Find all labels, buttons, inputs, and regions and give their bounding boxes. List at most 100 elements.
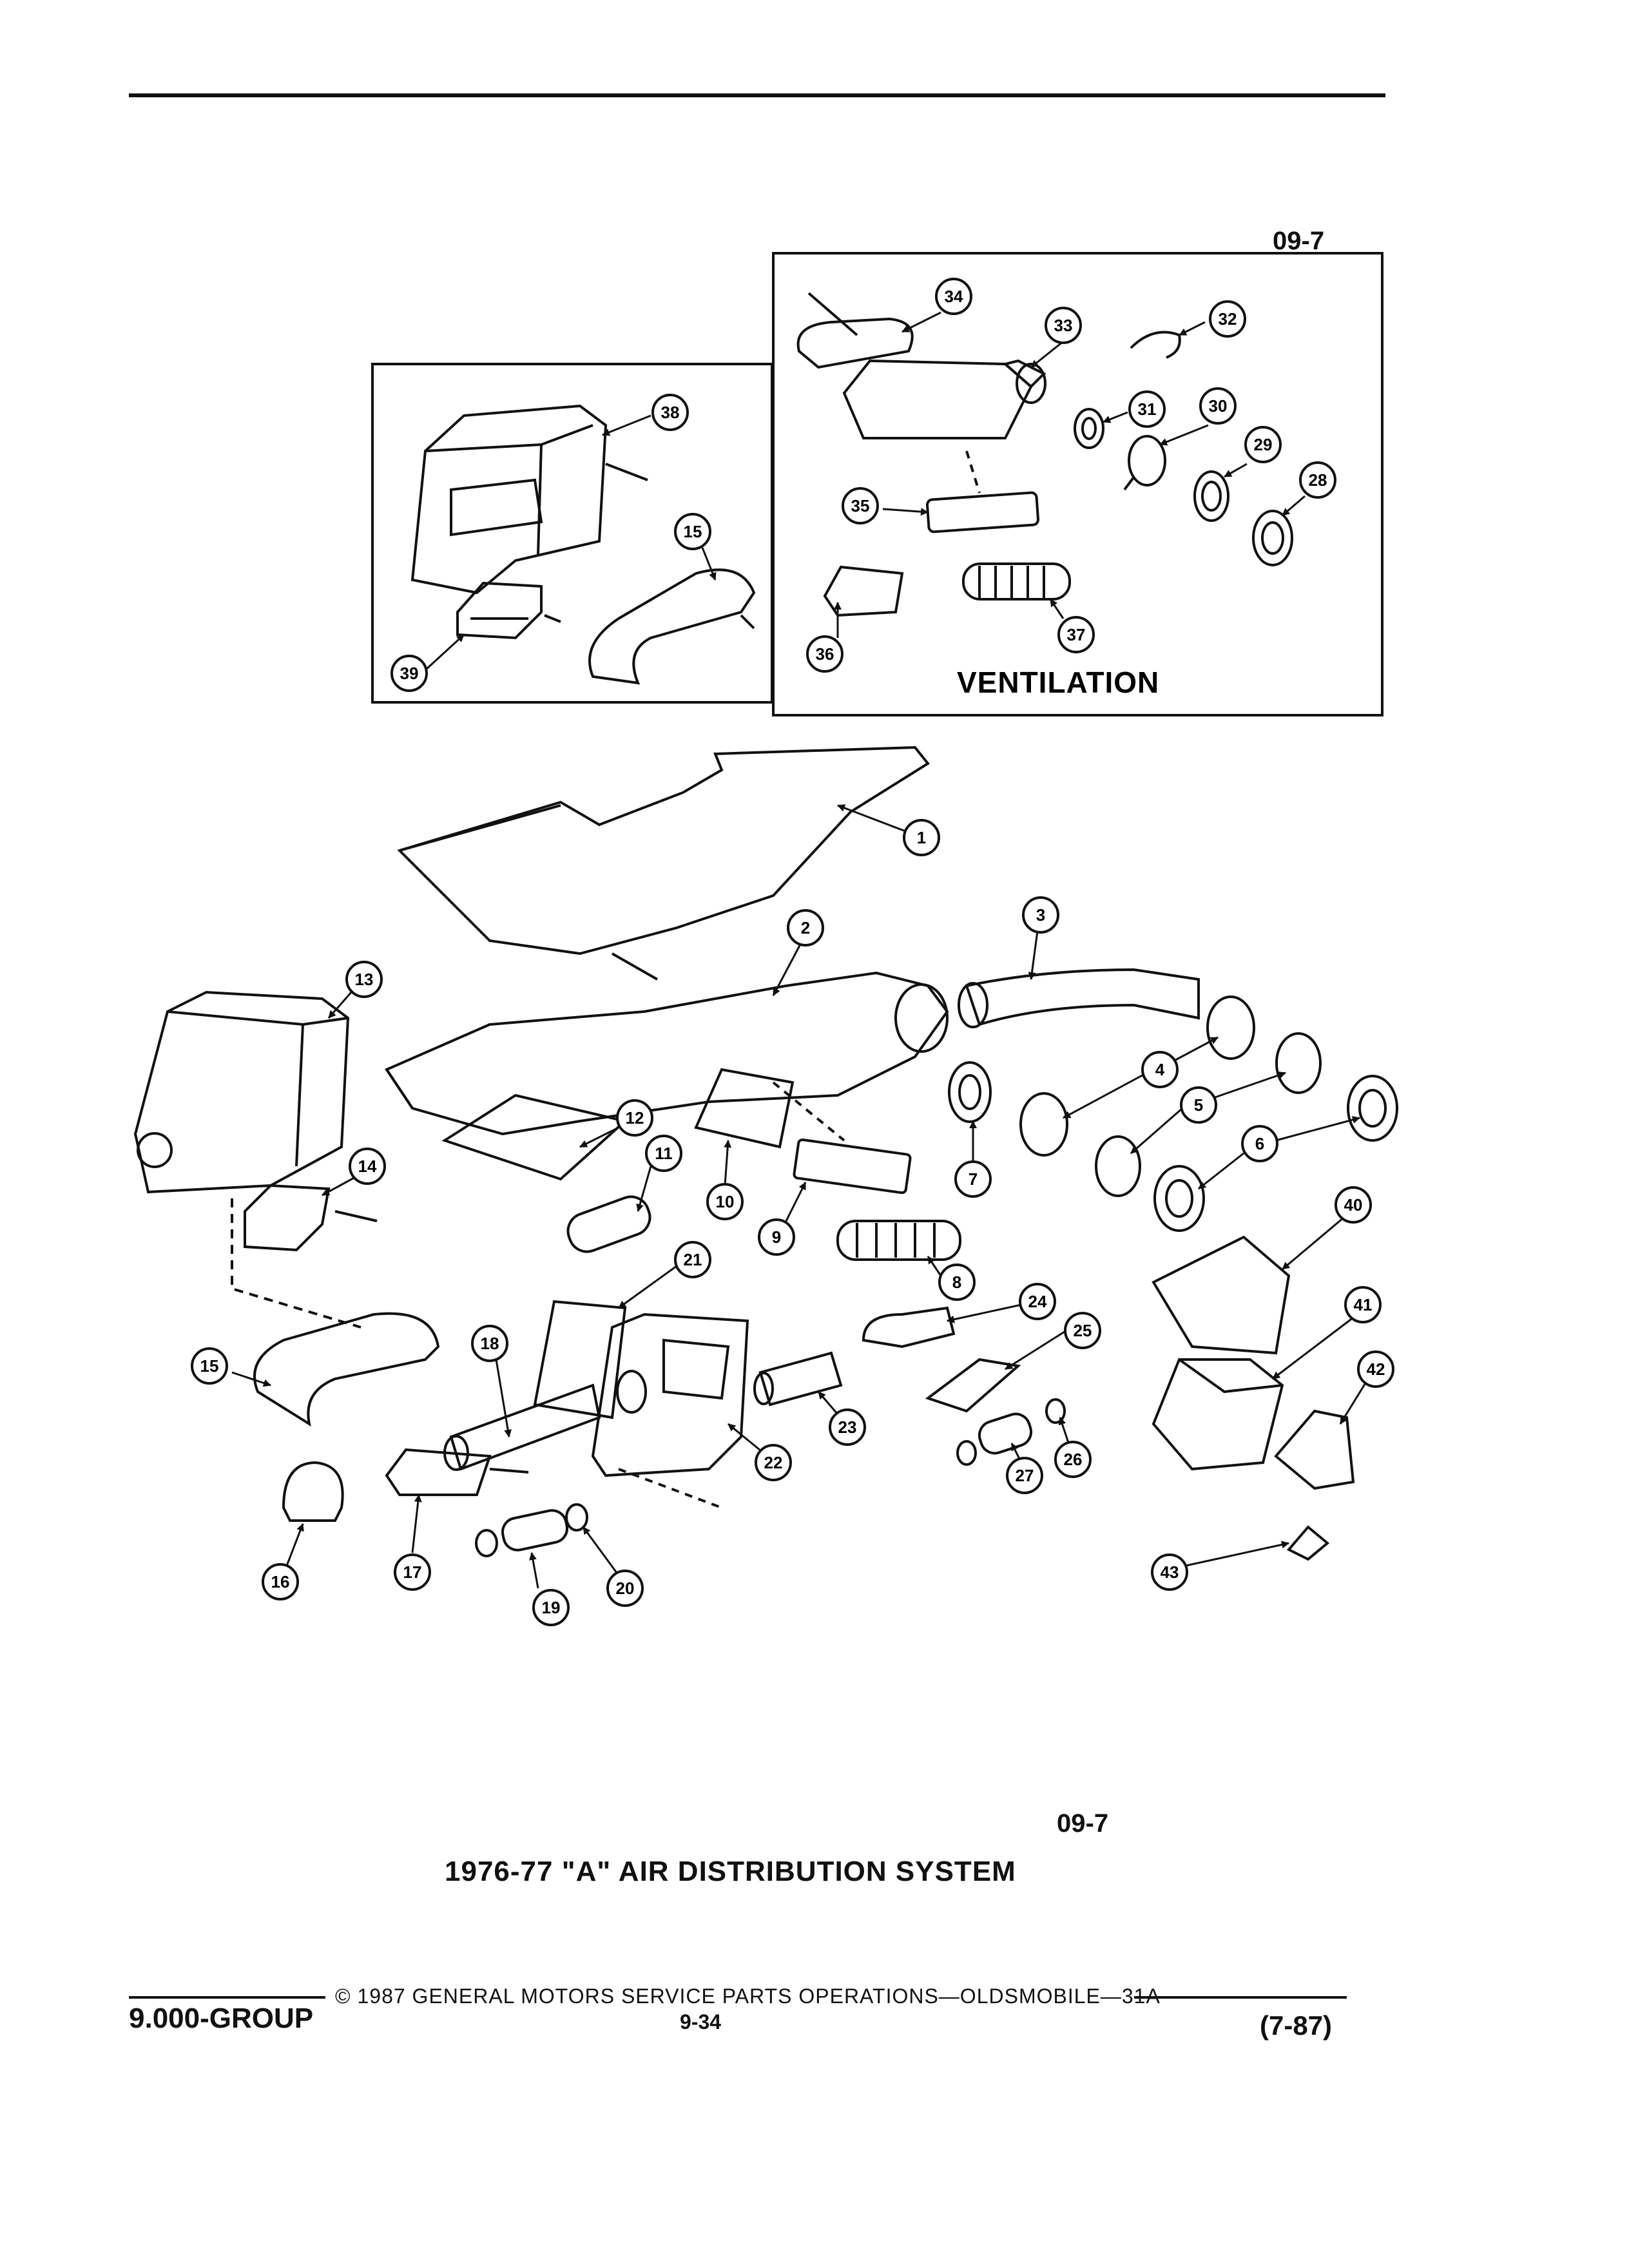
svg-text:43: 43 <box>1161 1562 1179 1582</box>
part-23-hose <box>753 1351 843 1407</box>
callout-18: 18 <box>471 1325 508 1362</box>
callout-14: 14 <box>349 1148 386 1185</box>
callout-27: 27 <box>1006 1457 1043 1494</box>
part-17-outlet <box>385 1448 529 1496</box>
svg-text:13: 13 <box>355 970 374 989</box>
part-28-bezel <box>1252 510 1293 566</box>
callout-40: 40 <box>1335 1186 1372 1224</box>
callout-13: 13 <box>345 961 383 998</box>
callout-4: 4 <box>1141 1051 1179 1088</box>
svg-text:34: 34 <box>945 287 963 306</box>
svg-text:18: 18 <box>481 1334 499 1353</box>
footer-rule-right <box>1134 1996 1347 1999</box>
svg-text:29: 29 <box>1254 435 1273 454</box>
svg-text:9: 9 <box>772 1227 781 1247</box>
callout-9: 9 <box>758 1218 795 1256</box>
svg-text:32: 32 <box>1219 309 1237 329</box>
svg-text:15: 15 <box>200 1356 219 1376</box>
svg-text:36: 36 <box>816 644 834 664</box>
leader-lines <box>231 311 1367 1589</box>
callout-29: 29 <box>1244 426 1282 463</box>
callout-20: 20 <box>606 1570 644 1607</box>
part-36-outlet <box>823 565 904 617</box>
part-13-heater-case <box>133 990 350 1194</box>
part-25-gasket <box>925 1358 1021 1413</box>
part-5-ring <box>1095 1032 1322 1197</box>
callout-21: 21 <box>674 1241 711 1278</box>
part-9-gasket <box>772 1081 912 1195</box>
part-27-tube <box>956 1398 1066 1466</box>
callout-3: 3 <box>1022 896 1059 934</box>
callout-1: 1 <box>903 819 940 856</box>
part-24-elbow <box>862 1306 956 1349</box>
footer-rule-left <box>129 1996 325 1999</box>
figure-code-top: 09-7 <box>1273 227 1325 255</box>
part-18-hose <box>443 1383 601 1471</box>
svg-text:42: 42 <box>1367 1360 1385 1379</box>
svg-text:19: 19 <box>542 1598 561 1617</box>
part-32-cap <box>1130 331 1181 359</box>
part-11-hose <box>566 1195 651 1253</box>
part-30-nozzle <box>1123 435 1166 491</box>
svg-text:24: 24 <box>1028 1292 1047 1311</box>
callout-22: 22 <box>755 1444 792 1481</box>
part-7-ring <box>948 1061 992 1123</box>
svg-text:16: 16 <box>271 1572 290 1591</box>
svg-text:4: 4 <box>1155 1060 1165 1079</box>
svg-text:23: 23 <box>838 1418 857 1437</box>
callout-16: 16 <box>262 1563 299 1600</box>
callout-15-inset: 15 <box>674 513 711 550</box>
figure-caption: 1976-77 "A" AIR DISTRIBUTION SYSTEM <box>445 1856 1016 1887</box>
callout-37: 37 <box>1057 616 1095 653</box>
svg-text:33: 33 <box>1054 316 1073 335</box>
svg-text:22: 22 <box>764 1453 783 1472</box>
part-6-bezel <box>1153 1075 1398 1232</box>
top-rule <box>129 93 1385 97</box>
callout-6: 6 <box>1241 1125 1278 1162</box>
part-15-duct-inset <box>588 568 756 685</box>
callout-26: 26 <box>1054 1441 1092 1478</box>
svg-text:30: 30 <box>1209 396 1228 416</box>
svg-text:38: 38 <box>661 403 680 422</box>
callout-35: 35 <box>842 487 879 524</box>
part-33-vent-duct <box>842 359 1046 439</box>
callout-39: 39 <box>390 655 428 692</box>
footer-revision-date: (7-87) <box>1260 2010 1333 2041</box>
callout-2: 2 <box>787 909 824 947</box>
part-1-defroster-duct <box>397 745 930 981</box>
svg-text:20: 20 <box>616 1579 635 1598</box>
callout-36: 36 <box>806 635 843 673</box>
part-15-duct-main <box>231 1198 440 1427</box>
svg-text:15: 15 <box>684 522 702 541</box>
callout-43: 43 <box>1151 1553 1188 1591</box>
callout-10: 10 <box>706 1183 744 1220</box>
callout-11: 11 <box>645 1135 682 1172</box>
part-37-hose <box>962 562 1071 601</box>
part-43-screw <box>1286 1525 1330 1561</box>
inset-box-left <box>371 363 773 704</box>
callout-23: 23 <box>829 1408 866 1446</box>
svg-text:41: 41 <box>1354 1295 1373 1314</box>
callout-41: 41 <box>1344 1286 1382 1323</box>
svg-text:7: 7 <box>969 1169 978 1189</box>
svg-text:37: 37 <box>1067 625 1086 644</box>
svg-text:21: 21 <box>684 1250 702 1269</box>
svg-text:10: 10 <box>716 1192 735 1211</box>
svg-text:3: 3 <box>1036 905 1045 925</box>
part-35-gasket <box>926 450 1039 533</box>
inset-box-ventilation <box>772 252 1383 716</box>
svg-text:2: 2 <box>801 918 810 937</box>
callout-17: 17 <box>394 1553 431 1591</box>
part-38-heater-case <box>410 404 648 595</box>
part-42-gasket <box>1274 1409 1355 1490</box>
svg-text:6: 6 <box>1255 1134 1264 1153</box>
svg-text:25: 25 <box>1074 1321 1092 1340</box>
callout-32: 32 <box>1209 300 1246 338</box>
callout-12: 12 <box>616 1099 653 1137</box>
part-10-gasket <box>694 1068 795 1149</box>
svg-text:28: 28 <box>1309 470 1327 490</box>
callout-31: 31 <box>1128 390 1166 428</box>
callout-7: 7 <box>954 1160 992 1198</box>
callout-15-main: 15 <box>191 1347 228 1385</box>
svg-text:11: 11 <box>655 1144 673 1163</box>
